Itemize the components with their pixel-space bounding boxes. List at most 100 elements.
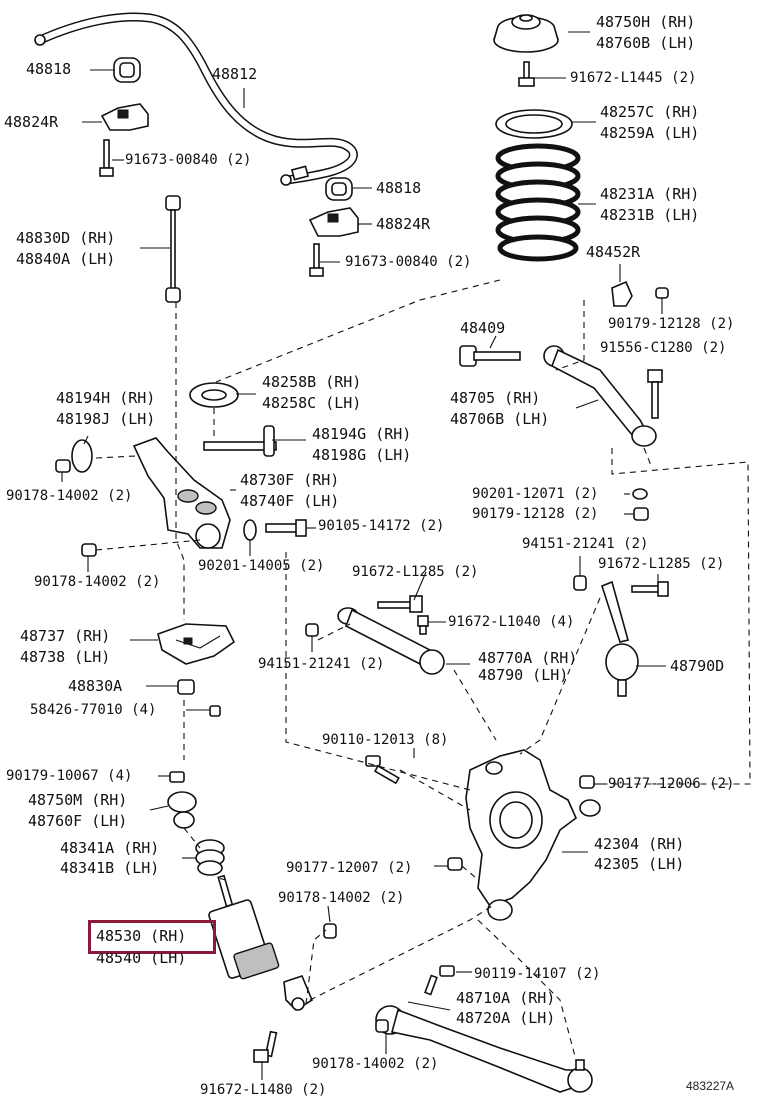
- spring-seat: [495, 109, 573, 139]
- label-48818-top: 48818: [26, 60, 72, 78]
- label-90179-12128-b: 90179-12128 (2): [472, 506, 599, 522]
- label-94151-a: 94151-21241 (2): [522, 536, 649, 552]
- label-48812: 48812: [212, 65, 258, 83]
- label-48750H: 48750H (RH): [596, 13, 696, 31]
- nut-94151-left: [305, 623, 319, 637]
- label-90179-10067: 90179-10067 (4): [6, 768, 133, 784]
- label-90178-14002-d: 90178-14002 (2): [312, 1056, 439, 1072]
- bushing-mid: [325, 177, 353, 201]
- toe-link: [337, 607, 445, 675]
- bolt-91672-L1285-right: [631, 581, 669, 597]
- label-48194H: 48194H (RH): [56, 389, 156, 407]
- label-48824R-top: 48824R: [4, 113, 59, 131]
- label-90201-14005: 90201-14005 (2): [198, 558, 325, 574]
- label-48738: 48738 (LH): [20, 648, 111, 666]
- nut-90179-10067: [169, 771, 185, 783]
- shield-48737: [157, 623, 236, 665]
- stabilizer-link: [165, 195, 181, 303]
- small-nut-right: [655, 287, 669, 299]
- nut-left-a: [55, 459, 71, 473]
- spring-insulator: [189, 382, 239, 408]
- diagram-code: 483227A: [686, 1079, 735, 1093]
- nut-58426: [209, 705, 221, 717]
- label-48830A: 48830A: [68, 677, 123, 695]
- label-90178-14002-b: 90178-14002 (2): [34, 574, 161, 590]
- label-48231B: 48231B (LH): [600, 206, 700, 224]
- label-91672-L1445: 91672-L1445 (2): [570, 70, 697, 86]
- label-48790-lh: 48790 (LH): [478, 666, 569, 684]
- label-90105: 90105-14172 (2): [318, 518, 445, 534]
- label-91672-L1285-b: 91672-L1285 (2): [598, 556, 725, 572]
- label-90201-12071: 90201-12071 (2): [472, 486, 599, 502]
- label-48818-mid: 48818: [376, 179, 422, 197]
- bolt-top: [99, 139, 114, 177]
- label-48540: 48540 (LH): [96, 949, 187, 967]
- stabilizer-bar: [34, 12, 358, 186]
- bushing-top: [113, 57, 141, 83]
- label-91672-L1040: 91672-L1040 (4): [448, 614, 575, 630]
- label-48824R-mid: 48824R: [376, 215, 431, 233]
- label-48740F: 48740F (LH): [240, 492, 340, 510]
- label-48341B: 48341B (LH): [60, 859, 160, 877]
- bolt-91672-L1040: [417, 615, 429, 635]
- label-90119: 90119-14107 (2): [474, 966, 601, 982]
- label-48530: 48530 (RH): [96, 927, 187, 945]
- bolt-48830A: [177, 679, 195, 695]
- label-90177-12006: 90177-12006 (2): [608, 776, 735, 792]
- steering-knuckle: [465, 749, 601, 921]
- nut-94151-right: [573, 575, 587, 591]
- label-48231A: 48231A (RH): [600, 185, 700, 203]
- label-91673-top: 91673-00840 (2): [125, 152, 252, 168]
- bracket-top: [100, 103, 149, 131]
- bolt-91672-L1480: [253, 1030, 278, 1063]
- bump-stopper: [611, 280, 633, 307]
- label-48720A: 48720A (LH): [456, 1009, 556, 1027]
- label-48341A: 48341A (RH): [60, 839, 160, 857]
- label-48750M: 48750M (RH): [28, 791, 128, 809]
- shock-absorber: [208, 874, 313, 1012]
- nut-left-b: [81, 543, 97, 557]
- label-48705: 48705 (RH): [450, 389, 541, 407]
- assembly-lines: [95, 279, 751, 1061]
- bolt-91672-L1285: [377, 595, 423, 613]
- nut-90177-12007: [447, 857, 463, 871]
- label-48194G: 48194G (RH): [312, 425, 412, 443]
- label-48409: 48409: [460, 319, 506, 337]
- nut-90177-12006: [579, 775, 595, 789]
- label-48710A: 48710A (RH): [456, 989, 556, 1007]
- bolt-91556: [647, 369, 663, 419]
- label-91672-L1480: 91672-L1480 (2): [200, 1082, 327, 1098]
- nut-90178-14002-c: [323, 923, 337, 939]
- label-94151-b: 94151-21241 (2): [258, 656, 385, 672]
- upper-arm-right: [543, 345, 657, 447]
- label-48770A: 48770A (RH): [478, 649, 578, 667]
- bolt-48194G: [203, 425, 277, 457]
- washer-90201-12071: [632, 488, 648, 500]
- nut-90179-12128-b: [633, 507, 649, 521]
- label-48730F: 48730F (RH): [240, 471, 340, 489]
- label-90178-14002-c: 90178-14002 (2): [278, 890, 405, 906]
- bolt-90105: [265, 519, 307, 537]
- label-48840A: 48840A (LH): [16, 250, 116, 268]
- label-42305: 42305 (LH): [594, 855, 685, 873]
- washer-90201: [243, 519, 257, 541]
- label-48706B: 48706B (LH): [450, 410, 550, 428]
- label-90110: 90110-12013 (8): [322, 732, 449, 748]
- bolt-90119: [424, 965, 455, 996]
- label-90178-14002-a: 90178-14002 (2): [6, 488, 133, 504]
- label-91556: 91556-C1280 (2): [600, 340, 727, 356]
- mount-bolt: [518, 61, 535, 87]
- upper-mount: [493, 14, 559, 53]
- label-48452R: 48452R: [586, 243, 641, 261]
- label-48198J: 48198J (LH): [56, 410, 156, 428]
- link-48790D: [601, 580, 639, 697]
- leader-lines: [61, 31, 666, 1080]
- label-90179-12128-a: 90179-12128 (2): [608, 316, 735, 332]
- label-48760B: 48760B (LH): [596, 34, 696, 52]
- highlight-box-48530: [88, 920, 216, 954]
- label-48760F: 48760F (LH): [28, 812, 128, 830]
- nut-90178-14002-d: [375, 1019, 389, 1033]
- label-48258B: 48258B (RH): [262, 373, 362, 391]
- bolt-mid: [309, 243, 324, 277]
